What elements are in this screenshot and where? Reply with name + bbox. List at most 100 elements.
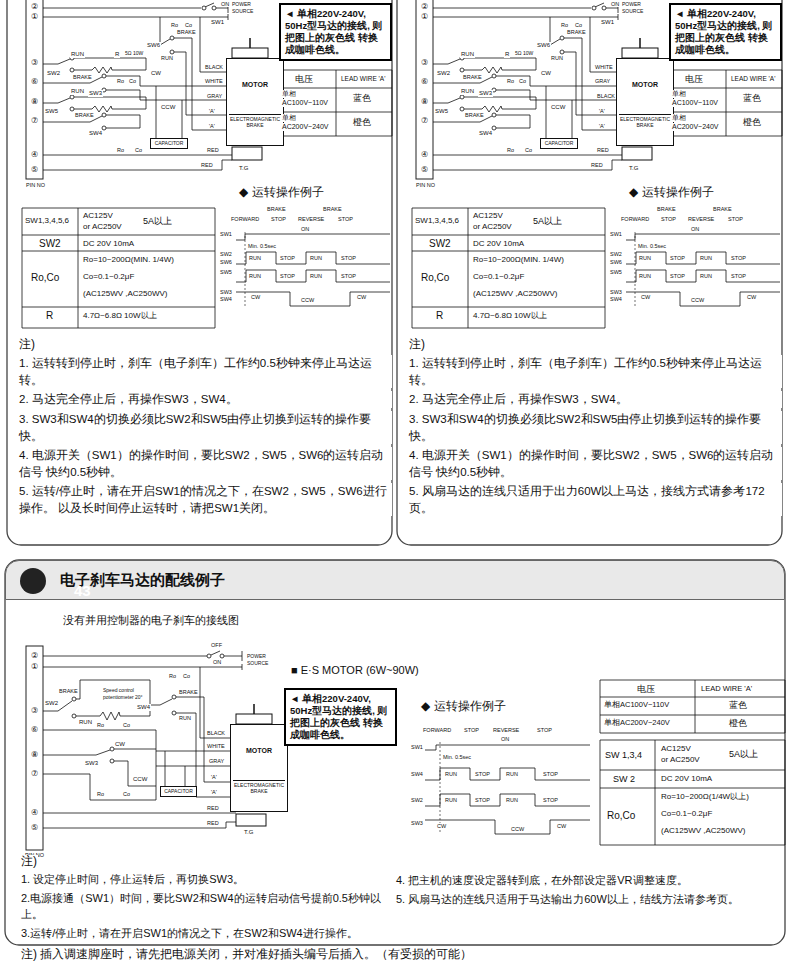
diagram-label: Ro,Co bbox=[30, 272, 60, 284]
node-text: ◄ 单相220V-240V, 50Hz型马达的接线, 则把图上的灰色线 转换成咖… bbox=[675, 8, 776, 56]
diagram-label: STOP bbox=[669, 255, 686, 261]
diagram-label: SW 1,3,4 bbox=[604, 750, 643, 760]
diagram-label: RUN bbox=[699, 273, 713, 279]
section-number-circle: 43 bbox=[20, 568, 46, 594]
bottom-panel bbox=[5, 560, 785, 945]
diagram-label: SW1 bbox=[210, 19, 225, 26]
diagram-label: BRAKE bbox=[566, 29, 587, 35]
diagram-label: 'A' bbox=[208, 108, 216, 114]
diagram-label: PIN NO bbox=[25, 182, 46, 188]
diagram-label: SW2 bbox=[46, 70, 61, 77]
diagram-label: 蓝色 bbox=[352, 93, 372, 103]
diagram-label: 单相AC100V~110V bbox=[603, 701, 670, 710]
callout-box: ◄ 单相220V-240V, 50Hz型马达的接线, 则把图上的灰色线 转换成咖… bbox=[669, 3, 782, 61]
diagram-label: RUN bbox=[309, 273, 323, 279]
diagram-label: ⑦ bbox=[420, 116, 429, 125]
diagram-label: Ro,Co bbox=[420, 272, 450, 284]
capacitor-box: CAPACITOR bbox=[150, 138, 188, 149]
diagram-label: AC125V bbox=[82, 211, 114, 220]
diagram-label: 橙色 bbox=[352, 117, 372, 127]
diagram-label: BRAKE bbox=[266, 206, 287, 212]
diagram-label: SW 2 bbox=[612, 774, 636, 784]
diagram-label: SW3 bbox=[219, 289, 233, 295]
diagram-label: DC 20V 10mA bbox=[82, 239, 135, 248]
diagram-label: OFF bbox=[210, 642, 223, 648]
diagram-label: ⑥ bbox=[30, 725, 39, 734]
diagram-label: SW1 bbox=[410, 744, 424, 750]
diagram-label: 5Ω 10W bbox=[514, 51, 534, 57]
diagram-label: 'A' bbox=[210, 789, 218, 795]
diagram-label: 4. 把主机的速度设定器转到底，在外部设定器VR调整速度。 bbox=[395, 873, 782, 889]
diagram-label: SW2 bbox=[219, 251, 233, 257]
diagram-label: CW bbox=[746, 294, 757, 300]
diagram-label: GRAY bbox=[594, 78, 611, 84]
diagram-label: Co bbox=[184, 22, 193, 28]
diagram-label: REVERSE bbox=[687, 216, 715, 222]
diagram-label: ■ E·S MOTOR (6W~90W) bbox=[290, 664, 420, 677]
capacitor-box: CAPACITOR bbox=[540, 138, 578, 149]
diagram-label: 单相 bbox=[671, 90, 687, 98]
diagram-label: 橙色 bbox=[728, 718, 748, 728]
diagram-label: SW4 bbox=[88, 130, 103, 137]
diagram-label: RUN bbox=[550, 55, 564, 61]
diagram-label: SW5 bbox=[609, 269, 623, 275]
diagram-label: ⑤ bbox=[420, 165, 429, 174]
diagram-label: SW1,3,4,5,6 bbox=[24, 216, 70, 225]
diagram-label: STOP bbox=[730, 273, 747, 279]
diagram-label: SW4 bbox=[609, 296, 623, 302]
diagram-label: 2.电源接通（SW1）时间，要比SW2和SW4的运转启动信号提前0.5秒钟以上。 bbox=[20, 891, 394, 923]
diagram-label: CW bbox=[556, 823, 567, 829]
diagram-label: Ro=10~200Ω(1/4W以上) bbox=[660, 792, 750, 801]
diagram-label: Ro bbox=[168, 673, 177, 679]
diagram-label: SW6 bbox=[219, 259, 233, 265]
diagram-label: 单相 bbox=[671, 114, 687, 122]
diagram-label: 5Ω 10W bbox=[124, 51, 144, 57]
diagram-label: R bbox=[504, 51, 510, 58]
diagram-label: GRAY bbox=[208, 758, 225, 764]
diagram-label: LEAD WIRE 'A' bbox=[340, 75, 386, 82]
diagram-label: 注) 插入调速脚座时，请先把电源关闭，并对准好插头编号后插入。（有受损的可能） bbox=[20, 948, 473, 962]
diagram-label: CW bbox=[640, 294, 651, 300]
diagram-label: ⑥ bbox=[30, 77, 39, 86]
node-text: CAPACITOR bbox=[543, 139, 575, 148]
diagram-label: DC 20V 10mA bbox=[660, 774, 713, 783]
diagram-label: ② bbox=[420, 2, 429, 11]
diagram-label: BRAKE bbox=[464, 112, 485, 118]
diagram-label: Co bbox=[122, 791, 131, 797]
diagram-label: 'A' bbox=[210, 774, 218, 780]
diagram-label: POWER SOURCE bbox=[621, 1, 653, 16]
diagram-label: 4.7Ω~6.8Ω 10W以上 bbox=[82, 311, 158, 320]
diagram-label: RED bbox=[206, 805, 220, 811]
diagram-label: Ro=10~200Ω(MIN. 1/4W) bbox=[82, 255, 175, 264]
diagram-label: Ro=10~200Ω(MIN. 1/4W) bbox=[472, 255, 565, 264]
diagram-label: ◆ 运转操作例子 bbox=[420, 700, 507, 714]
diagram-label: RED bbox=[590, 162, 604, 168]
diagram-label: WHITE bbox=[204, 78, 224, 84]
diagram-label: RUN bbox=[78, 719, 93, 726]
node-text: CAPACITOR bbox=[163, 787, 194, 796]
diagram-label: AC100V~110V bbox=[281, 99, 329, 107]
diagram-label: Co bbox=[134, 147, 143, 153]
diagram-label: STOP bbox=[669, 273, 686, 279]
diagram-label: BRAKE bbox=[58, 688, 79, 694]
diagram-label: ◆ 运转操作例子 bbox=[628, 186, 715, 200]
diagram-label: Ro,Co bbox=[606, 810, 636, 822]
node-text: MOTOR bbox=[619, 59, 671, 88]
diagram-label: RUN bbox=[444, 771, 458, 777]
diagram-label: T.G bbox=[243, 829, 254, 836]
diagram-label: Ro bbox=[116, 78, 125, 84]
diagram-label: Ro bbox=[96, 722, 105, 728]
diagram-label: GRAY bbox=[206, 93, 223, 99]
callout-box: ◄ 单相220V-240V, 50Hz型马达的接线, 则把图上的灰色线 转换成咖… bbox=[284, 688, 397, 746]
diagram-label: CW bbox=[356, 294, 367, 300]
top-left-panel bbox=[7, 0, 392, 545]
capacitor-box: CAPACITOR bbox=[160, 786, 197, 797]
diagram-label: REVERSE bbox=[492, 727, 520, 733]
diagram-label: Ro bbox=[560, 22, 569, 28]
diagram-label: SW3 bbox=[609, 289, 623, 295]
diagram-label: CCW bbox=[160, 104, 176, 111]
diagram-label: RUN bbox=[160, 55, 174, 61]
motor-box: MOTORELECTROMAGNETIC BRAKE bbox=[616, 58, 674, 146]
diagram-label: BRAKE bbox=[322, 206, 343, 212]
diagram-label: LEAD WIRE 'A' bbox=[730, 75, 776, 82]
